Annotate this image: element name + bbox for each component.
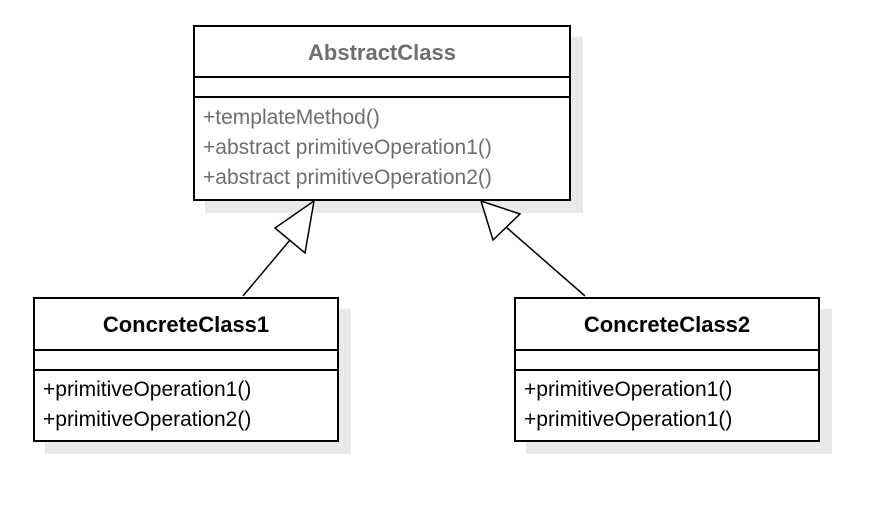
operations-compartment: +primitiveOperation1() +primitiveOperati…	[516, 371, 818, 435]
class-name: AbstractClass	[195, 27, 569, 78]
operation-item: +primitiveOperation1()	[43, 378, 252, 401]
operation-item: +primitiveOperation2()	[43, 408, 252, 431]
generalization-arrowhead-concrete-2	[479, 199, 522, 242]
operation-item: +primitiveOperation1()	[524, 408, 733, 431]
class-name: ConcreteClass2	[516, 299, 818, 351]
class-name: ConcreteClass1	[35, 299, 337, 351]
operations-compartment: +primitiveOperation1() +primitiveOperati…	[35, 371, 337, 435]
generalization-arrowhead-concrete-1	[273, 199, 316, 255]
operation-template-method: +templateMethod()	[203, 106, 380, 129]
concrete-class-2-box[interactable]: ConcreteClass2 +primitiveOperation1() +p…	[514, 297, 820, 442]
generalization-line-concrete-2	[505, 226, 586, 297]
attributes-compartment	[516, 351, 818, 371]
operation-abstract-primitive-1: +abstract primitiveOperation1()	[203, 136, 492, 159]
attributes-compartment	[35, 351, 337, 371]
operation-abstract-primitive-2: +abstract primitiveOperation2()	[203, 166, 492, 189]
concrete-class-1-box[interactable]: ConcreteClass1 +primitiveOperation1() +p…	[33, 297, 339, 442]
operations-compartment: +templateMethod() +abstract primitiveOpe…	[195, 98, 569, 193]
attributes-compartment	[195, 78, 569, 98]
abstract-class-box[interactable]: AbstractClass +templateMethod() +abstrac…	[193, 25, 571, 201]
generalization-line-concrete-1	[242, 239, 291, 297]
operation-item: +primitiveOperation1()	[524, 378, 733, 401]
